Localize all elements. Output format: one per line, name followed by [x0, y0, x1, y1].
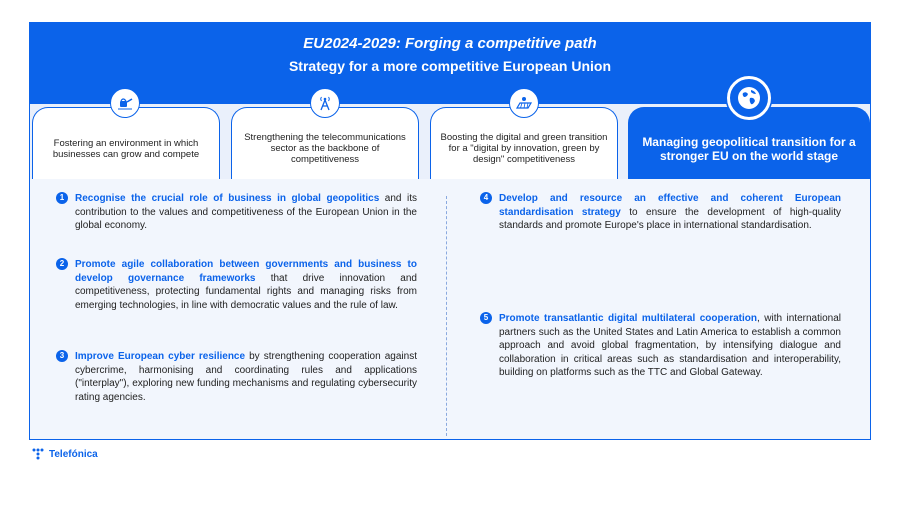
column-divider	[446, 196, 447, 436]
item-number: 1	[56, 192, 68, 204]
tab-label: Fostering an environment in which busine…	[52, 137, 200, 160]
brand-name: Telefónica	[49, 448, 98, 460]
item-number: 2	[56, 258, 68, 270]
item-heading: Improve European cyber resilience	[75, 351, 246, 362]
item-text: and its contribution to the values and c…	[75, 193, 418, 231]
globe-icon	[727, 76, 771, 120]
tab-digital-green: Boosting the digital and green transitio…	[430, 107, 618, 179]
list-item: 1 Recognise the crucial role of business…	[56, 192, 418, 233]
content-area	[30, 179, 870, 439]
tab-label: Strengthening the telecommunications sec…	[244, 132, 406, 165]
page-title: EU2024-2029: Forging a competitive path	[303, 35, 597, 52]
item-number: 5	[480, 312, 492, 324]
item-text: to ensure the development of high-qualit…	[499, 206, 841, 232]
telefonica-logo: Telefónica	[32, 448, 98, 460]
item-heading: Recognise the crucial role of business i…	[75, 193, 380, 204]
telefonica-dots-icon	[32, 448, 44, 460]
item-heading: Develop and resource an effective and co…	[499, 193, 841, 218]
item-text: by strengthening cooperation against cyb…	[75, 351, 417, 403]
antenna-tower-icon	[310, 88, 340, 118]
item-text: that drive innovation and competitivenes…	[75, 272, 417, 311]
watering-can-icon	[110, 88, 140, 118]
item-heading: Promote transatlantic digital multilater…	[499, 313, 757, 324]
list-item: 2 Promote agile collaboration between go…	[56, 258, 417, 312]
item-text: , with international partners such as th…	[499, 313, 841, 378]
item-number: 4	[480, 192, 492, 204]
list-item: 5 Promote transatlantic digital multilat…	[480, 312, 841, 380]
tab-label: Managing geopolitical transition for a s…	[642, 134, 856, 163]
header-banner: EU2024-2029: Forging a competitive path …	[29, 22, 871, 104]
solar-panel-icon	[509, 88, 539, 118]
page-subtitle: Strategy for a more competitive European…	[288, 58, 612, 74]
tab-label: Boosting the digital and green transitio…	[440, 132, 608, 165]
item-number: 3	[56, 350, 68, 362]
list-item: 4 Develop and resource an effective and …	[480, 192, 841, 233]
list-item: 3 Improve European cyber resilience by s…	[56, 350, 417, 404]
item-heading: Promote agile collaboration between gove…	[75, 259, 417, 284]
